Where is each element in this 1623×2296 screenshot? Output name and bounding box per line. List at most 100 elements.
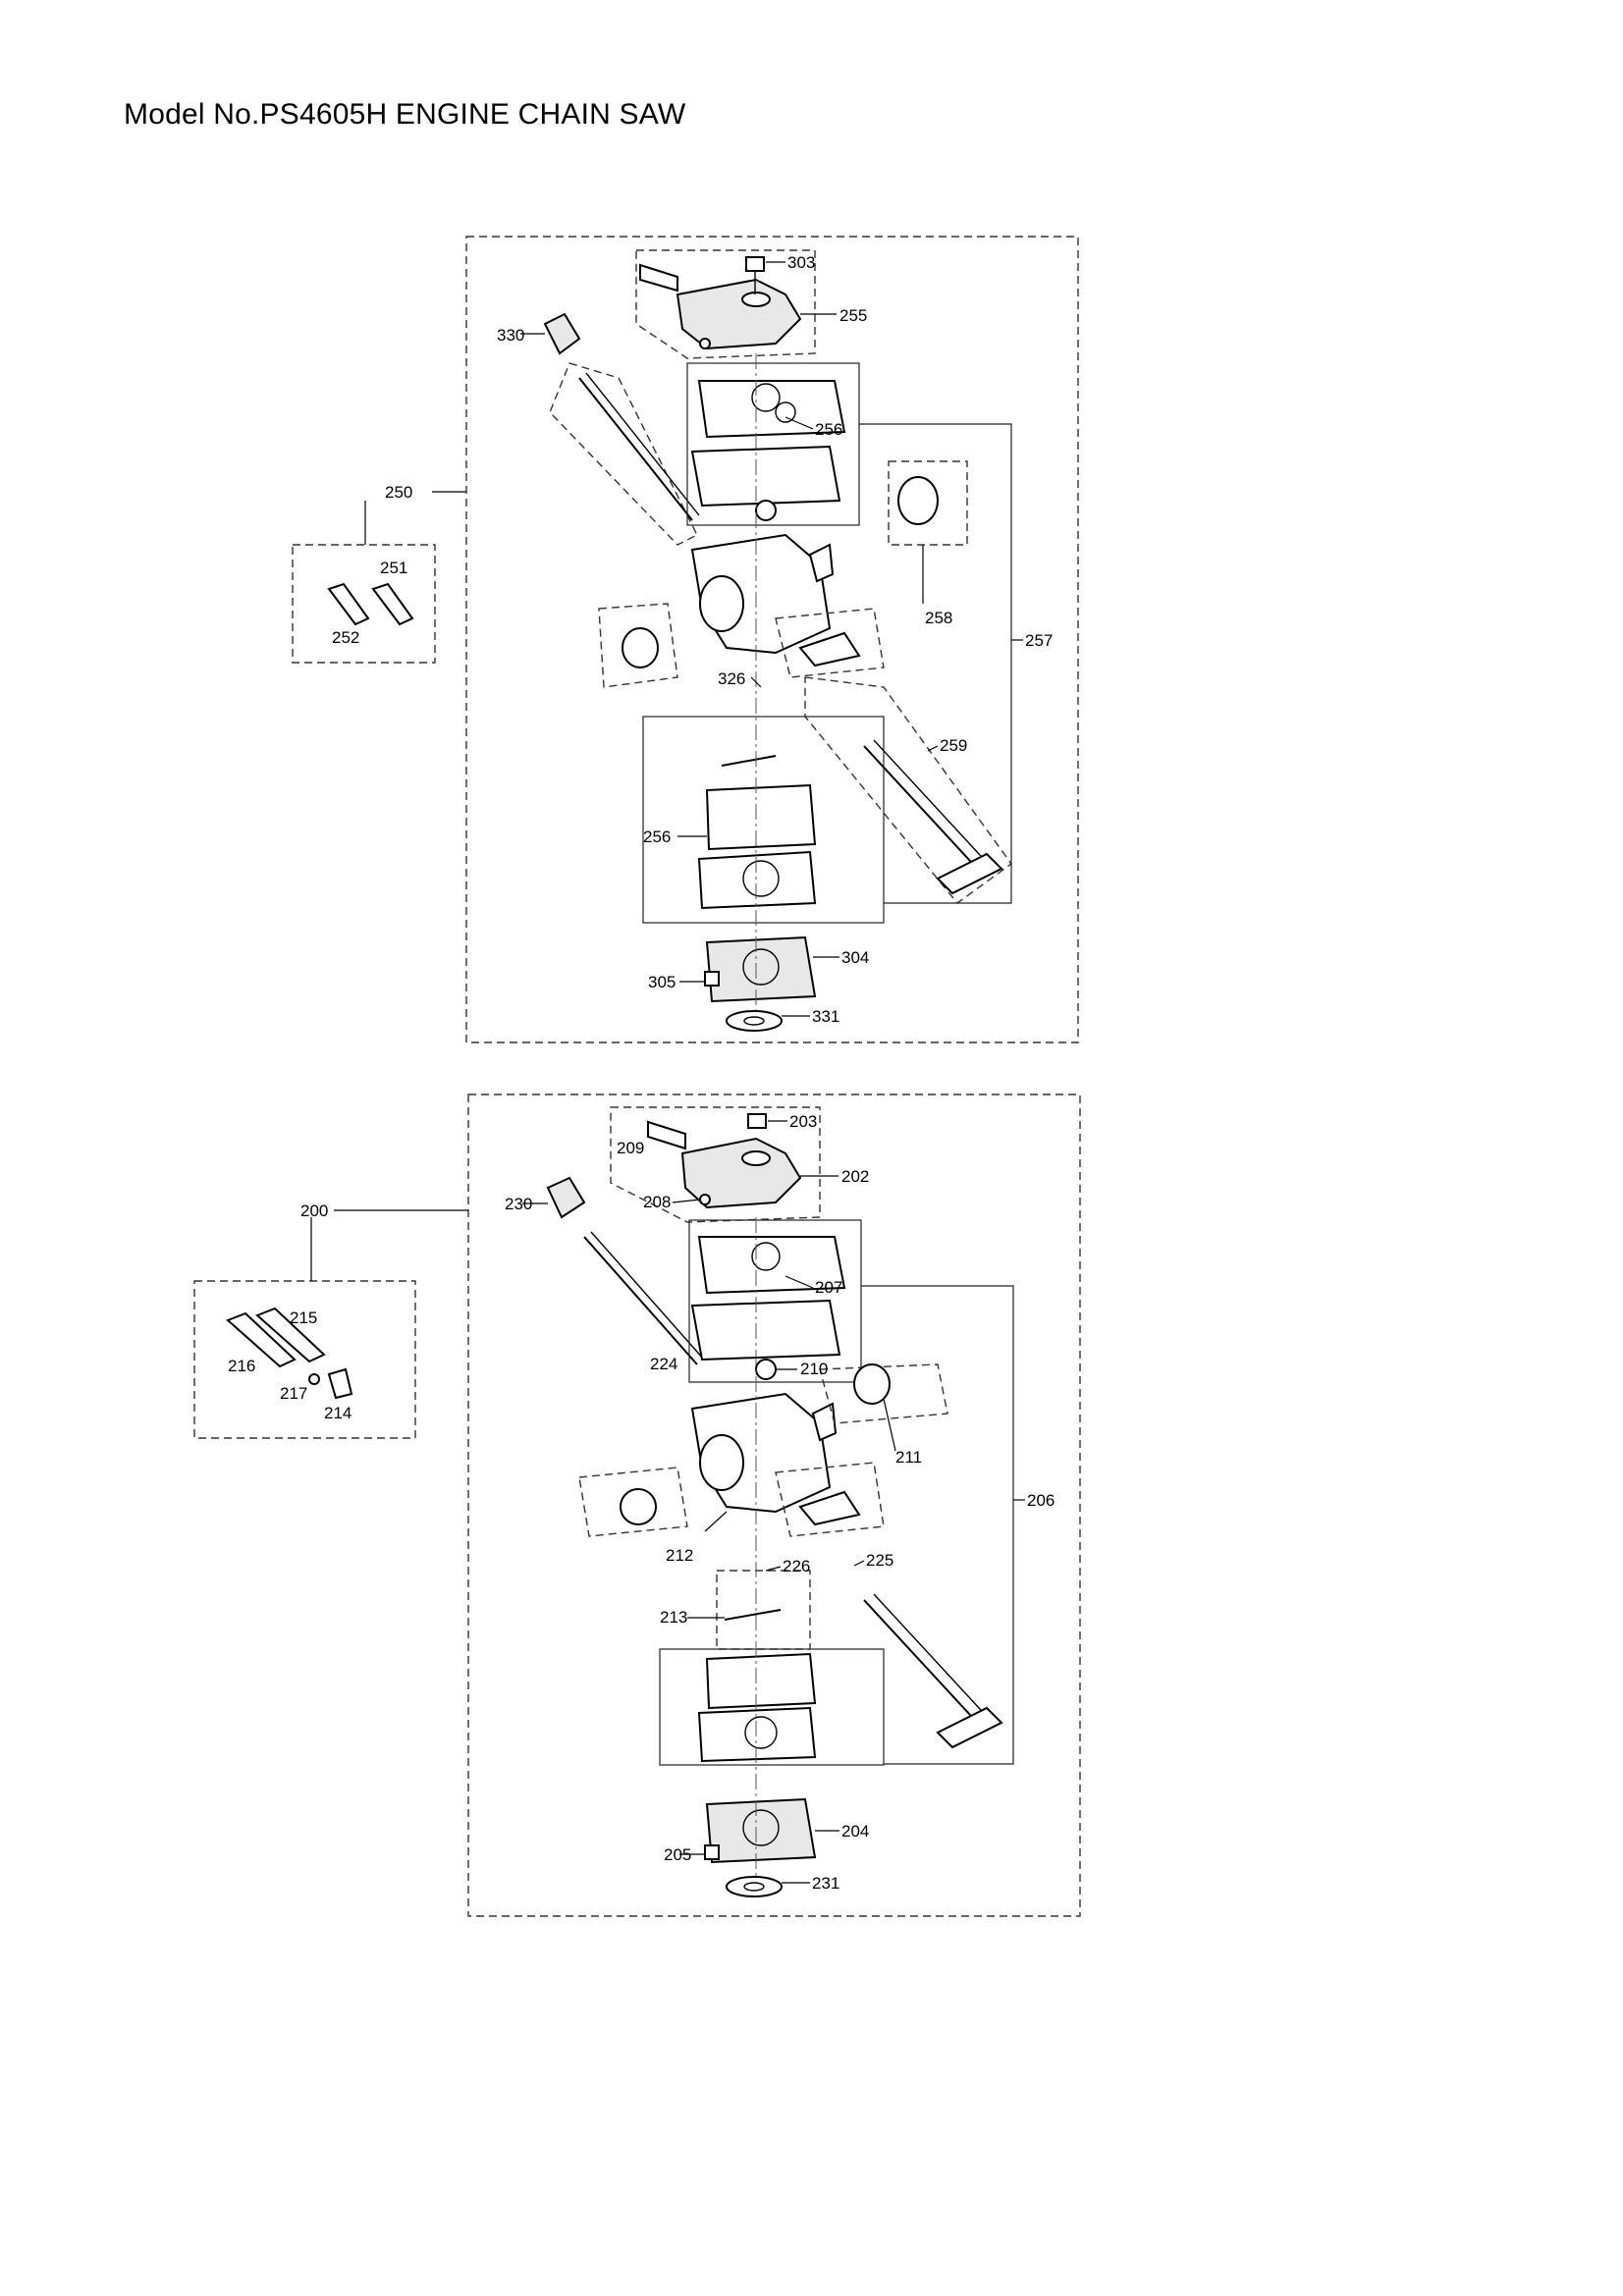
cover-hole bbox=[741, 292, 771, 307]
throttle-shaft-lower bbox=[583, 1236, 698, 1365]
spring-214 bbox=[327, 1367, 353, 1400]
label-207: 207 bbox=[815, 1278, 842, 1297]
leader-226 bbox=[765, 1566, 782, 1572]
label-203: 203 bbox=[789, 1112, 817, 1131]
pump-diaphragm-lower bbox=[690, 1299, 841, 1362]
label-208: 208 bbox=[643, 1193, 671, 1211]
leader-207 bbox=[784, 1275, 814, 1289]
choke-shaft-edge bbox=[873, 739, 993, 869]
label-200: 200 bbox=[300, 1201, 328, 1220]
choke-plate bbox=[622, 627, 659, 668]
pump-gasket-lower bbox=[697, 1236, 846, 1295]
leader-225 bbox=[853, 1560, 865, 1567]
label-217: 217 bbox=[280, 1384, 307, 1403]
leader-211 bbox=[883, 1398, 896, 1452]
choke-shaft-boundary bbox=[804, 676, 1012, 904]
gasket-hole-lower bbox=[751, 1242, 781, 1271]
cover-ring bbox=[699, 338, 711, 349]
label-230: 230 bbox=[505, 1195, 532, 1213]
label-225: 225 bbox=[866, 1551, 893, 1570]
label-206: 206 bbox=[1027, 1491, 1055, 1510]
choke-lever-lower bbox=[798, 1490, 861, 1526]
label-216: 216 bbox=[228, 1357, 255, 1375]
label-256-upper: 256 bbox=[815, 420, 842, 439]
diaphragm-button bbox=[742, 860, 780, 897]
fuel-inlet-nipple-lower bbox=[811, 1402, 838, 1442]
throttle-plate-lower bbox=[853, 1363, 891, 1405]
washer-231 bbox=[726, 1876, 783, 1897]
assembly-200-boundary bbox=[467, 1094, 1081, 1917]
filter-screen-210 bbox=[755, 1359, 777, 1380]
leader-259 bbox=[927, 745, 939, 752]
lever-330 bbox=[543, 312, 581, 355]
throttle-shaft-lower-edge bbox=[590, 1231, 705, 1361]
metering-diaphragm bbox=[697, 850, 817, 910]
metering-diaphragm-lower bbox=[697, 1706, 817, 1763]
washer-hole bbox=[743, 1016, 765, 1026]
metering-cover-304 bbox=[705, 935, 817, 1003]
throttle-plate bbox=[897, 476, 939, 525]
fuel-inlet-nipple bbox=[808, 543, 835, 583]
label-211: 211 bbox=[895, 1448, 922, 1467]
metering-lever bbox=[721, 755, 777, 767]
lever-group-boundary-lower bbox=[775, 1462, 885, 1537]
choke-lever bbox=[798, 631, 861, 667]
label-214: 214 bbox=[324, 1404, 352, 1422]
carburetor-bore-lower bbox=[699, 1434, 744, 1491]
assembly-250-boundary bbox=[465, 236, 1079, 1043]
label-258: 258 bbox=[925, 609, 952, 627]
choke-group-boundary bbox=[598, 603, 678, 688]
label-304: 304 bbox=[841, 948, 869, 967]
carburetor-bore bbox=[699, 575, 744, 632]
label-226: 226 bbox=[783, 1557, 810, 1575]
label-330: 330 bbox=[497, 326, 524, 345]
throttle-shaft bbox=[578, 377, 693, 521]
throttle-shaft-edge bbox=[585, 372, 700, 516]
screw-203 bbox=[747, 1113, 767, 1129]
cover-screw-209 bbox=[647, 1120, 686, 1150]
choke-plate-lower bbox=[620, 1488, 657, 1525]
label-202: 202 bbox=[841, 1167, 869, 1186]
ring-208 bbox=[699, 1194, 711, 1205]
label-305: 305 bbox=[648, 973, 676, 991]
cover-hole-lower bbox=[741, 1150, 771, 1166]
cover-part-255 bbox=[676, 278, 802, 350]
label-256-lower: 256 bbox=[643, 828, 671, 846]
choke-shaft-lower-edge bbox=[873, 1593, 993, 1723]
needle-216 bbox=[226, 1311, 297, 1368]
lever-230 bbox=[546, 1176, 586, 1219]
label-215: 215 bbox=[290, 1308, 317, 1327]
ring-217 bbox=[308, 1373, 320, 1385]
cover-recess bbox=[742, 948, 780, 986]
plate-group-boundary-lower bbox=[819, 1363, 948, 1424]
cover-recess-lower bbox=[742, 1809, 780, 1846]
label-224: 224 bbox=[650, 1355, 677, 1373]
leader-256-upper bbox=[784, 416, 814, 430]
needle-215 bbox=[255, 1307, 326, 1363]
cover-part-202 bbox=[680, 1137, 802, 1209]
choke-group-boundary-lower bbox=[578, 1467, 688, 1537]
bracket-257 bbox=[859, 423, 1012, 904]
metering-lever-lower bbox=[724, 1609, 782, 1621]
plate-group-boundary bbox=[888, 460, 968, 546]
label-209: 209 bbox=[617, 1139, 644, 1157]
pump-diaphragm bbox=[690, 445, 841, 507]
metering-group-box bbox=[642, 716, 885, 924]
cover-screw bbox=[639, 263, 678, 293]
choke-shaft bbox=[863, 745, 983, 875]
screw-305 bbox=[704, 971, 720, 987]
lower-assembly-diagram: 203 209 202 208 230 200 207 215 216 217 … bbox=[193, 1094, 1081, 1917]
metering-cover-204 bbox=[705, 1797, 817, 1864]
filter-screen bbox=[755, 500, 777, 521]
label-257: 257 bbox=[1025, 631, 1053, 650]
label-205: 205 bbox=[664, 1845, 691, 1864]
bracket-206 bbox=[861, 1285, 1014, 1765]
label-331: 331 bbox=[812, 1007, 839, 1026]
needle-kit-boundary-lower bbox=[193, 1280, 416, 1439]
screw-205 bbox=[704, 1844, 720, 1860]
gasket-hole bbox=[751, 383, 781, 412]
label-251: 251 bbox=[380, 559, 407, 577]
label-326: 326 bbox=[718, 669, 745, 688]
label-204: 204 bbox=[841, 1822, 869, 1841]
